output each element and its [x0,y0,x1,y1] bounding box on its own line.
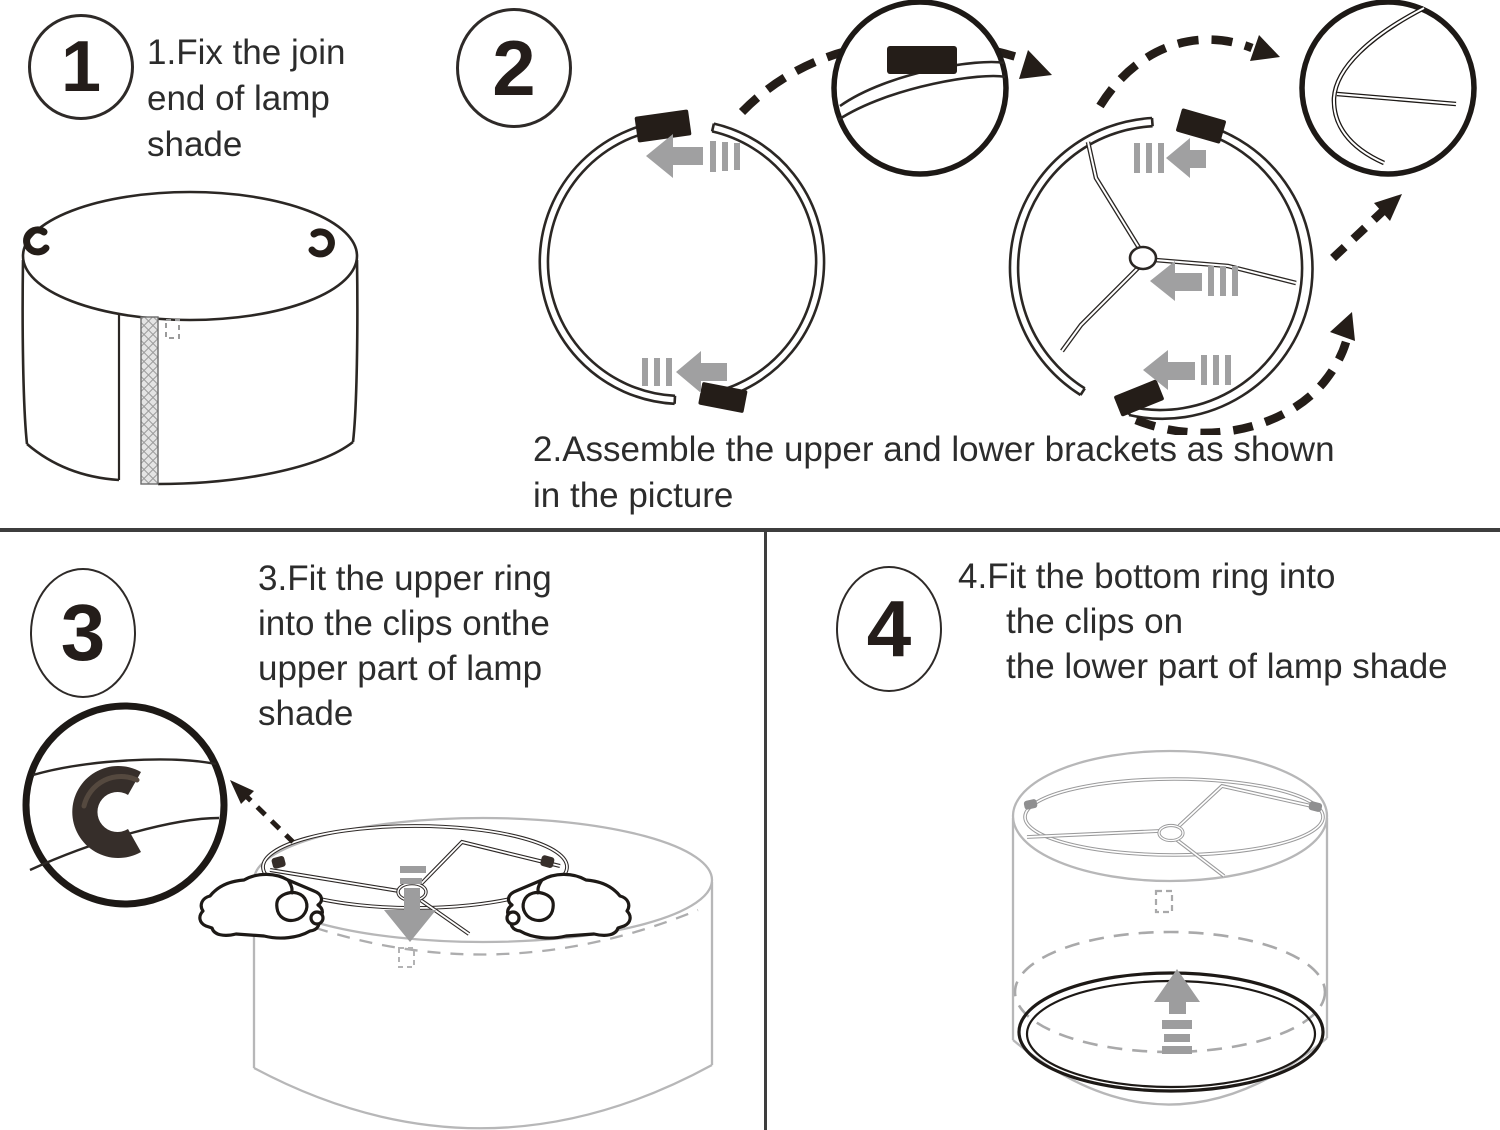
step-3-instruction: 3.Fit the upper ring into the clips onth… [258,556,552,736]
step-4-instruction: 4.Fit the bottom ring into the clips on … [958,554,1448,689]
connector-detail-magnifier [831,0,1009,177]
step-4-number: 4 [866,584,912,673]
velcro-seam-strip [140,316,159,485]
instruction-line: 4.Fit the bottom ring into [958,557,1336,596]
dashed-callout-arrow [1096,35,1254,109]
ring-spokes [1060,141,1297,353]
dashed-callout-arrow [241,791,295,844]
insert-direction-arrows [642,134,740,393]
instruction-line: shade [147,125,243,164]
connector-block [1176,108,1226,144]
instruction-line: 2.Assemble the upper and lower brackets … [533,430,1335,469]
rim-clip-icon [1023,799,1038,810]
shade-cylinder-diagram [21,190,359,486]
horizontal-divider [0,528,1500,532]
connector-block [1114,379,1164,417]
clip-detail-magnifier [22,702,228,908]
rim-clip-icon [540,855,555,868]
shade-bottom-right-edge [157,440,354,486]
alignment-dashed-square-icon [165,319,180,339]
step-2-instruction: 2.Assemble the upper and lower brackets … [533,427,1335,519]
shade-right-wall [351,259,359,443]
insert-arrow-left-icon [646,134,703,178]
shade-outline [252,816,714,1130]
ring-target-dashed-line [271,908,699,956]
shade-left-wall [21,259,29,445]
rim-clip-icon [23,226,50,256]
step-1-number: 1 [60,27,102,107]
instruction-line: shade [258,694,354,733]
fit-upper-ring-diagram [22,702,714,1130]
instruction-line: upper part of lamp [258,649,543,688]
alignment-dashed-square-icon [398,947,415,968]
brackets-assembly-diagram [538,0,1477,435]
step-2-number: 2 [492,23,536,112]
connector-block [698,382,748,413]
step-3-number: 3 [60,588,106,677]
fit-bottom-ring-diagram [1011,749,1329,1106]
step-2-badge: 2 [456,8,572,128]
right-hand [505,872,632,940]
callout-arrowhead-icon [230,780,254,804]
push-up-arrow-icon [1154,969,1200,1054]
instruction-line: end of lamp [147,79,330,118]
left-hand [198,872,325,940]
instruction-line: the lower part of lamp shade [1006,647,1448,686]
dashed-callout-arrow [1134,340,1351,435]
vertical-divider [764,532,767,1130]
step-1-badge: 1 [28,14,134,120]
step-3-badge: 3 [30,568,136,698]
dashed-callout-arrow [1330,207,1386,262]
insert-arrow-right-icon [676,351,727,393]
instruction-line: in the picture [533,476,734,515]
callout-arrowhead-icon [1019,50,1052,79]
spoke-joint-magnifier [1299,0,1477,177]
ring-hub [1128,245,1158,271]
insert-direction-arrows [1134,138,1238,390]
callout-arrowhead-icon [1330,312,1355,341]
alignment-dashed-square-icon [1154,889,1174,914]
installed-upper-ring [1023,777,1325,878]
upper-ring-diagram [1008,116,1314,421]
instruction-line: 3.Fit the upper ring [258,559,552,598]
shade-top-rim [21,190,359,322]
callout-arrowhead-icon [1250,35,1280,61]
connector-block [887,46,957,74]
shade-bottom-left-edge [26,443,120,482]
rim-clip-icon [308,228,335,258]
instruction-line: the clips on [1006,602,1184,641]
instruction-line: into the clips onthe [258,604,550,643]
step-4-badge: 4 [836,566,942,692]
press-down-arrow-icon [384,866,436,942]
callout-arrowhead-icon [1374,194,1402,221]
rim-clip-icon [1308,801,1323,812]
rim-clip-icon [271,856,286,869]
step-1-instruction: 1.Fix the join end of lamp shade [147,30,345,168]
instruction-line: 1.Fix the join [147,33,346,72]
connector-block [634,109,692,143]
